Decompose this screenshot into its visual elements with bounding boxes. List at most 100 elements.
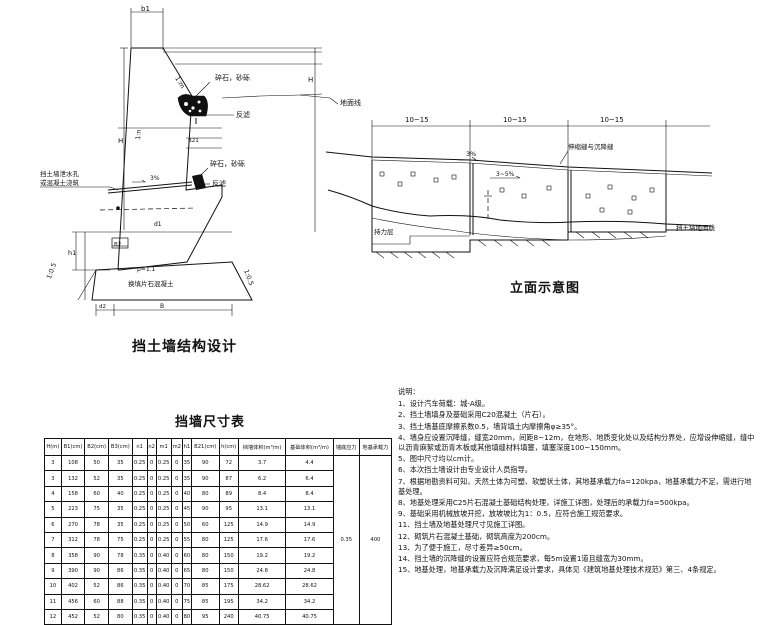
elev-slope: 3% <box>466 150 476 158</box>
table-cell: 0.25 <box>131 516 148 533</box>
table-cell: 0.25 <box>131 485 148 503</box>
table-cell: 90 <box>190 501 220 518</box>
label-drain-lower: 反滤 <box>212 179 226 188</box>
table-cell: 60 <box>84 593 109 610</box>
table-cell: 0 <box>170 547 183 564</box>
table-cell: 13.1 <box>237 501 287 518</box>
table-cell: 78 <box>84 531 109 549</box>
table-cell: 78 <box>108 547 133 564</box>
table-cell: 6 <box>44 516 62 533</box>
table-cell: 0 <box>146 470 157 487</box>
design-notes: 说明： 1、设计汽车荷载：城-A级。 2、挡土墙填身及基础采用C20混凝土（片石… <box>398 387 758 576</box>
table-cell: 0 <box>146 562 157 580</box>
section-title: 挡土墙结构设计 <box>132 339 237 355</box>
table-cell: 19.2 <box>285 547 334 564</box>
table-cell: 60 <box>181 547 192 564</box>
table-cell: 70 <box>181 578 192 595</box>
table-cell: 86 <box>108 578 133 595</box>
table-header: m2 <box>170 438 183 456</box>
note-item: 3、挡土墙基底摩擦系数0.5，墙背填土内摩擦角φ≥35°。 <box>398 421 582 431</box>
table-cell: 89 <box>218 485 239 503</box>
table-header: 地基承载力 <box>358 438 393 456</box>
wall-section: b1 碎石，砂砾 反滤 地面线 H H <box>40 5 361 316</box>
dim-h-upper: H <box>308 76 313 84</box>
table-cell: 24.8 <box>285 562 334 580</box>
table-cell: 270 <box>60 516 86 533</box>
table-header: 墙底应力 <box>332 438 360 456</box>
table-cell: 240 <box>218 608 239 625</box>
table-title: 挡墙尺寸表 <box>175 415 246 430</box>
table-cell: 90 <box>84 547 109 564</box>
note-item: 8、地基处理采用C25片石混凝土基础结构处理，详施工详图，处理后的承载力fa=5… <box>398 498 694 508</box>
note-item: 14、挡土墙的沉降缝的设置应符合规范要求，每5m设置1道且缝宽为30mm。 <box>398 554 648 564</box>
table-header: B1(cm) <box>60 438 86 456</box>
label-ground: 地面线 <box>340 98 361 107</box>
table-cell: 0.40 <box>155 547 172 564</box>
note-item: 1、设计汽车荷载：城-A级。 <box>398 399 490 409</box>
table-header: H(m) <box>44 438 62 456</box>
table-cell: 125 <box>218 531 239 549</box>
table-cell: 85 <box>190 593 220 610</box>
elev-dim-1: 10~15 <box>405 116 429 124</box>
table-cell: 223 <box>60 501 86 518</box>
label-b2: B2 <box>114 242 121 248</box>
table-cell: 17.6 <box>285 531 334 549</box>
table-cell: 0 <box>146 454 157 472</box>
table-cell: 312 <box>60 531 86 549</box>
table-cell: 40.75 <box>237 608 287 625</box>
table-cell: 35 <box>108 501 133 518</box>
table-cell: 14.9 <box>237 516 287 533</box>
table-cell: 0 <box>170 501 183 518</box>
table-cell: 0 <box>170 516 183 533</box>
table-header: n2 <box>146 438 157 456</box>
note-item: 6、本次挡土墙设计由专业设计人员指导。 <box>398 465 532 475</box>
table-cell: 150 <box>218 562 239 580</box>
table-cell: 13.1 <box>285 501 334 518</box>
table-cell: 0.25 <box>155 516 172 533</box>
elev-dim-2: 10~15 <box>503 116 527 124</box>
dim-d1: d1 <box>154 221 162 228</box>
table-cell: 52 <box>84 470 109 487</box>
table-cell: 0.25 <box>155 501 172 518</box>
table-cell: 8.4 <box>237 485 287 503</box>
table-cell: 3 <box>44 470 62 487</box>
label-base-ratio-left: 1:0.5 <box>45 262 58 280</box>
table-cell: 80 <box>190 547 220 564</box>
table-cell: 0 <box>170 485 183 503</box>
table-cell: 90 <box>190 454 220 472</box>
table-header: h1 <box>181 438 192 456</box>
table-cell: 150 <box>218 547 239 564</box>
table-cell: 0.25 <box>155 485 172 503</box>
table-cell: 0 <box>170 531 183 549</box>
note-item: 12、砌筑片石混凝土基础，砌筑高度为200cm。 <box>398 531 555 541</box>
table-cell: 0 <box>170 562 183 580</box>
table-cell: 28.62 <box>285 578 334 595</box>
elev-ground: 挡土墙地面线 <box>676 223 716 232</box>
table-cell: 17.6 <box>237 531 287 549</box>
table-cell: 7 <box>44 531 62 549</box>
table-cell: 0.40 <box>155 562 172 580</box>
table-cell: 19.2 <box>237 547 287 564</box>
table-header: m1 <box>155 438 172 456</box>
table-cell: 55 <box>181 531 192 549</box>
table-cell: 0.25 <box>131 454 148 472</box>
table-cell: 0.25 <box>131 531 148 549</box>
table-cell: 12 <box>44 608 62 625</box>
elevation-title: 立面示意图 <box>510 281 581 296</box>
note-item: 11、挡土墙及地基处理尺寸见施工详图。 <box>398 520 530 530</box>
table-cell: 0 <box>170 470 183 487</box>
table-cell: 452 <box>60 608 86 625</box>
table-cell: 75 <box>181 593 192 610</box>
table-cell: 60 <box>190 516 220 533</box>
table-cell: 0 <box>170 454 183 472</box>
table-cell: 65 <box>181 562 192 580</box>
table-cell: 88 <box>108 593 133 610</box>
table-cell: 75 <box>84 501 109 518</box>
label-drain: 反滤 <box>236 110 250 119</box>
note-item: 15、地基处理，地基承载力及沉降满足设计要求，具体见《建筑地基处理技术规范》第三… <box>398 565 721 575</box>
table-cell: 35 <box>181 470 192 487</box>
